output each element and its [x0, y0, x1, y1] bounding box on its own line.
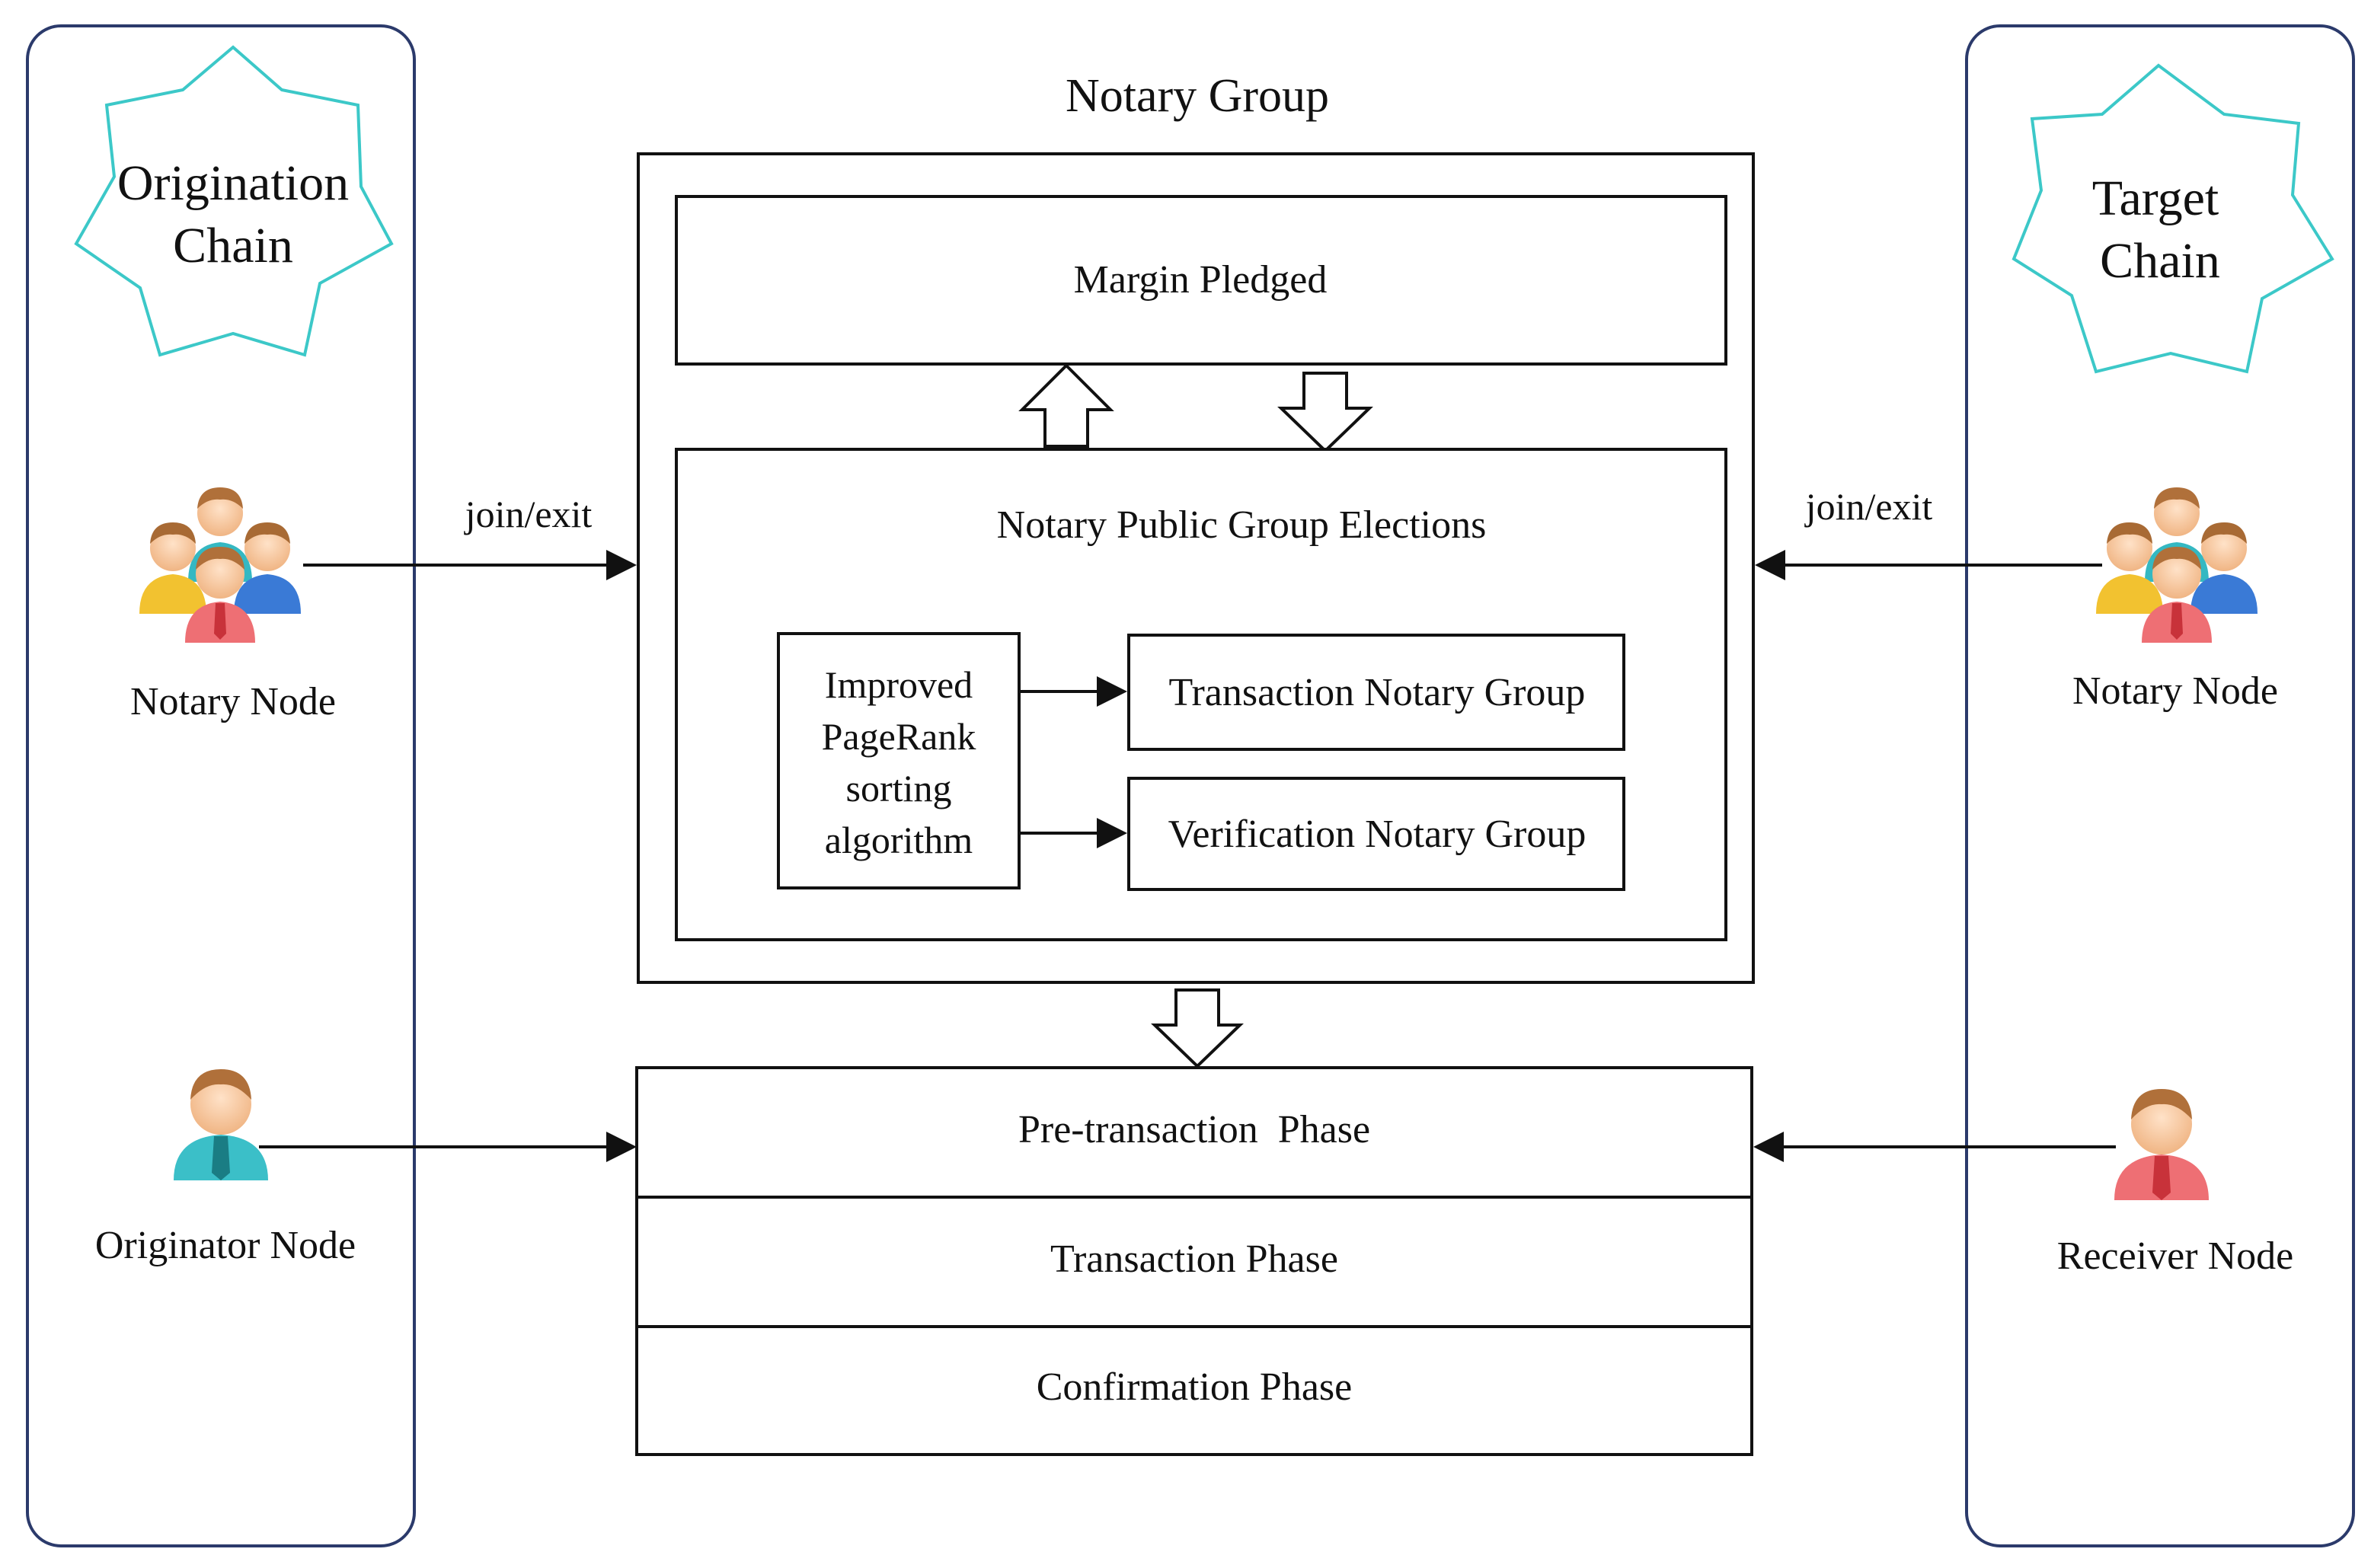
- notary-node-group-icon: [139, 487, 301, 643]
- transaction-phase-box: [635, 1196, 1753, 1328]
- confirmation-phase-box: [635, 1325, 1753, 1456]
- target-chain-label-line1: Target: [2092, 171, 2219, 226]
- right-notary-node-label: Notary Node: [2072, 669, 2278, 713]
- down-arrow-icon: [1277, 372, 1373, 453]
- algorithm-label-line4: algorithm: [825, 819, 973, 861]
- transaction-notary-group-box: [1127, 634, 1625, 751]
- algorithm-label-line3: sorting: [846, 767, 952, 810]
- notary-node-group-icon: [2096, 487, 2258, 643]
- origination-chain-label-line2: Chain: [173, 218, 293, 273]
- target-chain-star-icon: [2012, 63, 2334, 374]
- target-chain-panel: [1965, 24, 2355, 1547]
- down-arrow-icon: [1151, 988, 1244, 1068]
- receiver-node-icon: [2114, 1089, 2209, 1200]
- receiver-node-label: Receiver Node: [2057, 1234, 2293, 1278]
- left-notary-node-label: Notary Node: [130, 680, 336, 723]
- margin-pledged-box: [675, 195, 1727, 366]
- origination-chain-star-icon: [74, 45, 394, 357]
- pagerank-algorithm-box: [777, 632, 1021, 889]
- right-join-exit-label: join/exit: [1804, 485, 1933, 528]
- originator-node-icon: [174, 1069, 268, 1180]
- algorithm-label-line1: Improved: [825, 663, 973, 706]
- transaction-phase-label: Transaction Phase: [1050, 1237, 1338, 1281]
- confirmation-phase-label: Confirmation Phase: [1037, 1365, 1353, 1409]
- left-join-exit-label: join/exit: [464, 493, 593, 535]
- verification-notary-group-label: Verification Notary Group: [1168, 813, 1587, 856]
- pre-transaction-phase-label: Pre-transaction Phase: [1018, 1108, 1370, 1151]
- verification-notary-group-box: [1127, 777, 1625, 891]
- transaction-notary-group-label: Transaction Notary Group: [1169, 671, 1586, 714]
- origination-chain-panel: [26, 24, 416, 1547]
- origination-chain-label-line1: Origination: [117, 155, 349, 211]
- pre-transaction-phase-box: [635, 1066, 1753, 1199]
- target-chain-label-line2: Chain: [2100, 233, 2220, 289]
- up-arrow-icon: [1018, 363, 1114, 448]
- algorithm-label-line2: PageRank: [822, 715, 976, 758]
- margin-pledged-label: Margin Pledged: [1074, 258, 1328, 302]
- notary-group-title: Notary Group: [1066, 70, 1329, 122]
- elections-title: Notary Public Group Elections: [997, 503, 1487, 547]
- originator-node-label: Originator Node: [95, 1224, 356, 1267]
